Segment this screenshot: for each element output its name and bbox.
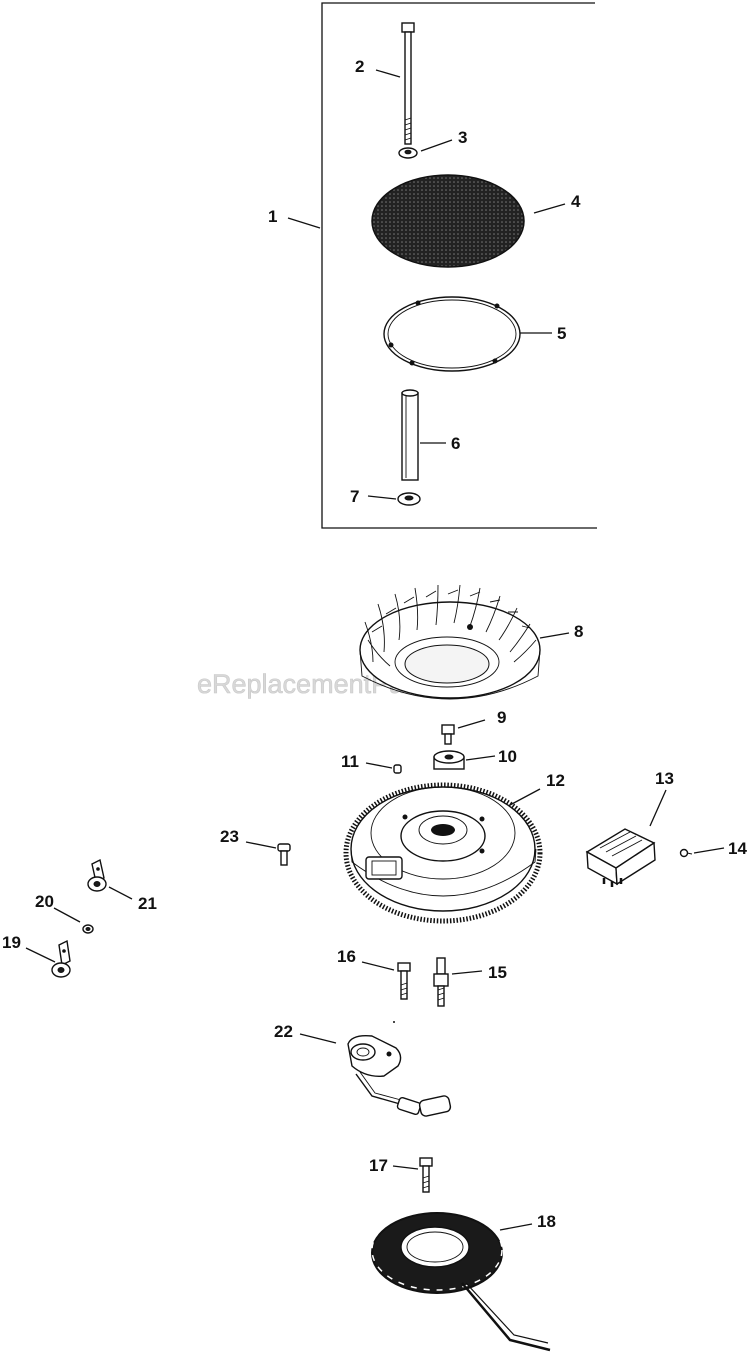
- part-21-clip: [87, 858, 107, 892]
- callout-15: 15: [488, 963, 507, 982]
- part-6-spacer: [401, 389, 419, 481]
- part-19-clip: [51, 939, 71, 978]
- callout-19: 19: [2, 933, 21, 952]
- part-4-screen: [371, 174, 525, 268]
- part-8-fan: [359, 584, 541, 700]
- part-5-ring: [383, 296, 521, 372]
- callout-22: 22: [274, 1022, 293, 1041]
- callout-3: 3: [458, 128, 467, 147]
- callout-17: 17: [369, 1156, 388, 1175]
- part-17-screw: [419, 1157, 433, 1193]
- callout-4: 4: [571, 192, 581, 211]
- callout-18: 18: [537, 1212, 556, 1231]
- callout-20: 20: [35, 892, 54, 911]
- callout-7: 7: [350, 487, 359, 506]
- callout-21: 21: [138, 894, 157, 913]
- part-2-bolt: [401, 22, 415, 145]
- part-3-washer: [398, 147, 418, 159]
- callout-8: 8: [574, 622, 583, 641]
- callout-23: 23: [220, 827, 239, 846]
- callout-6: 6: [451, 434, 460, 453]
- callout-1: 1: [268, 207, 277, 226]
- part-23-screw: [277, 843, 291, 866]
- callout-2: 2: [355, 57, 364, 76]
- callout-labels: 1 2 3 4 5 6 7 8 9 10 11 12 13 14 15 16 1…: [2, 57, 747, 1231]
- part-22-ignition-module: [347, 1021, 452, 1117]
- part-16-stud: [397, 962, 411, 1000]
- part-18-stator: [371, 1209, 551, 1352]
- part-9-bolt: [441, 724, 455, 745]
- callout-14: 14: [728, 839, 747, 858]
- callout-12: 12: [546, 771, 565, 790]
- part-11-key: [393, 764, 402, 774]
- part-12-flywheel: [343, 782, 543, 924]
- callout-11: 11: [341, 752, 359, 771]
- callout-9: 9: [497, 708, 506, 727]
- part-7-washer: [397, 492, 421, 506]
- part-14-screw: [679, 848, 693, 858]
- callout-13: 13: [655, 769, 674, 788]
- callout-10: 10: [498, 747, 517, 766]
- part-10-spacer: [433, 750, 465, 770]
- callout-5: 5: [557, 324, 566, 343]
- part-13-rectifier: [585, 828, 656, 887]
- part-15-spark-plug: [433, 957, 449, 1007]
- group-bracket: [321, 2, 597, 529]
- part-20-nut: [82, 924, 94, 934]
- callout-16: 16: [337, 947, 356, 966]
- leader-lines: [25, 69, 725, 1231]
